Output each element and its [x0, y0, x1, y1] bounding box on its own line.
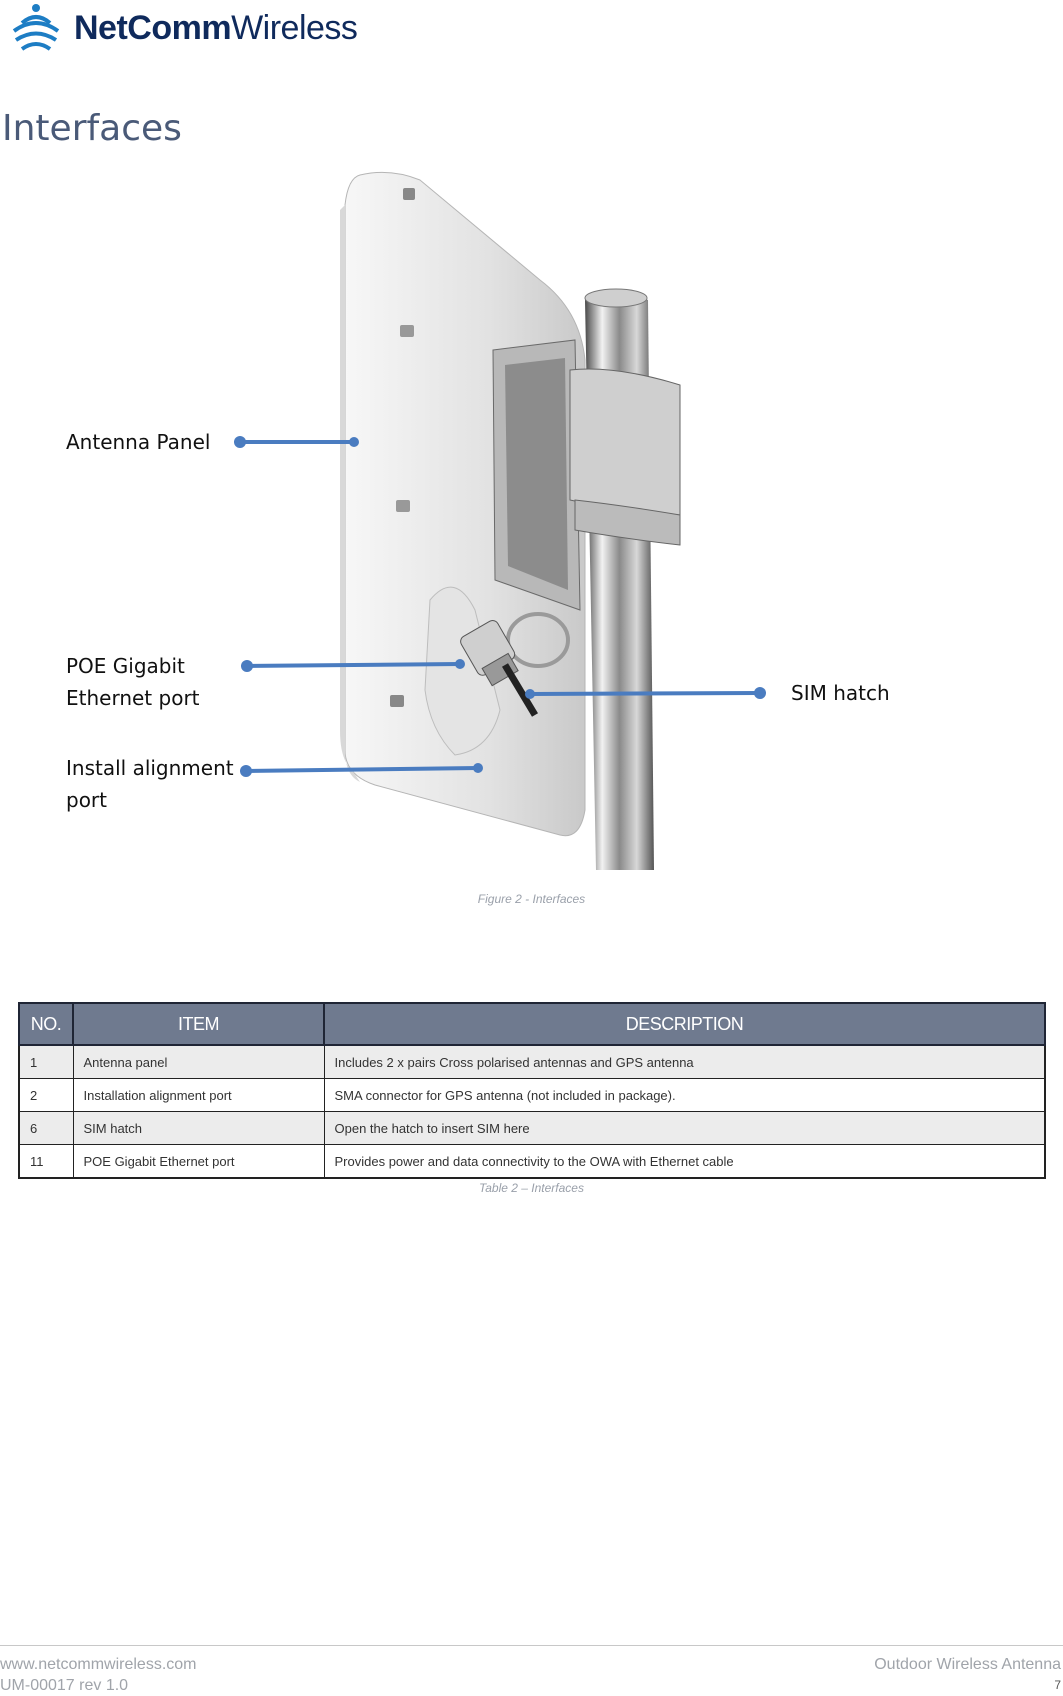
cell-no: 11	[18, 1144, 74, 1179]
port-housing	[424, 586, 570, 756]
cell-description: Provides power and data connectivity to …	[323, 1144, 1046, 1179]
callout-install-line1: Install alignment	[66, 756, 234, 780]
antenna-illustration	[234, 171, 766, 870]
table-row: 2 Installation alignment port SMA connec…	[18, 1078, 1046, 1112]
footer-doc-id: UM-00017 rev 1.0	[0, 1677, 129, 1694]
mounting-bracket	[492, 339, 681, 611]
netcomm-logo: NetCommWireless	[8, 2, 358, 54]
cell-description: Open the hatch to insert SIM here	[323, 1111, 1046, 1145]
cell-no: 2	[18, 1078, 74, 1112]
footer-website: www.netcommwireless.com	[0, 1656, 197, 1673]
callout-poe-line2: Ethernet port	[66, 686, 200, 710]
cell-item: POE Gigabit Ethernet port	[72, 1144, 325, 1179]
header-item: ITEM	[72, 1002, 325, 1046]
footer-left: www.netcommwireless.com UM-00017 rev 1.0	[0, 1654, 196, 1696]
footer-divider	[0, 1645, 1063, 1646]
cell-no: 1	[18, 1044, 74, 1079]
callout-sim-hatch: SIM hatch	[791, 681, 890, 705]
cell-item: Installation alignment port	[72, 1078, 325, 1112]
callout-install-line2: port	[66, 788, 107, 812]
callout-poe-line1: POE Gigabit	[66, 654, 185, 678]
table-row: 1 Antenna panel Includes 2 x pairs Cross…	[18, 1044, 1046, 1079]
callout-poe-port: POE Gigabit Ethernet port	[66, 650, 200, 714]
cell-item: Antenna panel	[72, 1044, 325, 1079]
table-caption: Table 2 – Interfaces	[479, 1181, 584, 1195]
wifi-signal-icon	[12, 4, 60, 51]
page-number: 7	[1054, 1678, 1061, 1692]
figure-caption: Figure 2 - Interfaces	[477, 892, 586, 906]
cell-description: SMA connector for GPS antenna (not inclu…	[323, 1078, 1046, 1112]
table-row: 11 POE Gigabit Ethernet port Provides po…	[18, 1144, 1046, 1179]
cell-no: 6	[18, 1111, 74, 1145]
interfaces-table: NO. ITEM DESCRIPTION 1 Antenna panel Inc…	[18, 1002, 1046, 1179]
antenna-panel-body	[340, 171, 586, 837]
cell-item: SIM hatch	[72, 1111, 325, 1145]
callout-install-alignment: Install alignment port	[66, 752, 234, 816]
header-description: DESCRIPTION	[323, 1002, 1046, 1046]
interfaces-figure: Antenna Panel POE Gigabit Ethernet port …	[0, 170, 1063, 906]
table-header-row: NO. ITEM DESCRIPTION	[18, 1002, 1046, 1046]
header-no: NO.	[18, 1002, 74, 1046]
cell-description: Includes 2 x pairs Cross polarised anten…	[323, 1044, 1046, 1079]
page-title: Interfaces	[2, 108, 182, 149]
callout-antenna-panel: Antenna Panel	[66, 430, 211, 454]
footer-right: Outdoor Wireless Antenna 7	[874, 1654, 1061, 1696]
brand-name: NetCommWireless	[74, 9, 358, 47]
footer-product: Outdoor Wireless Antenna	[874, 1656, 1061, 1673]
table-row: 6 SIM hatch Open the hatch to insert SIM…	[18, 1111, 1046, 1145]
callout-lines	[234, 436, 766, 777]
